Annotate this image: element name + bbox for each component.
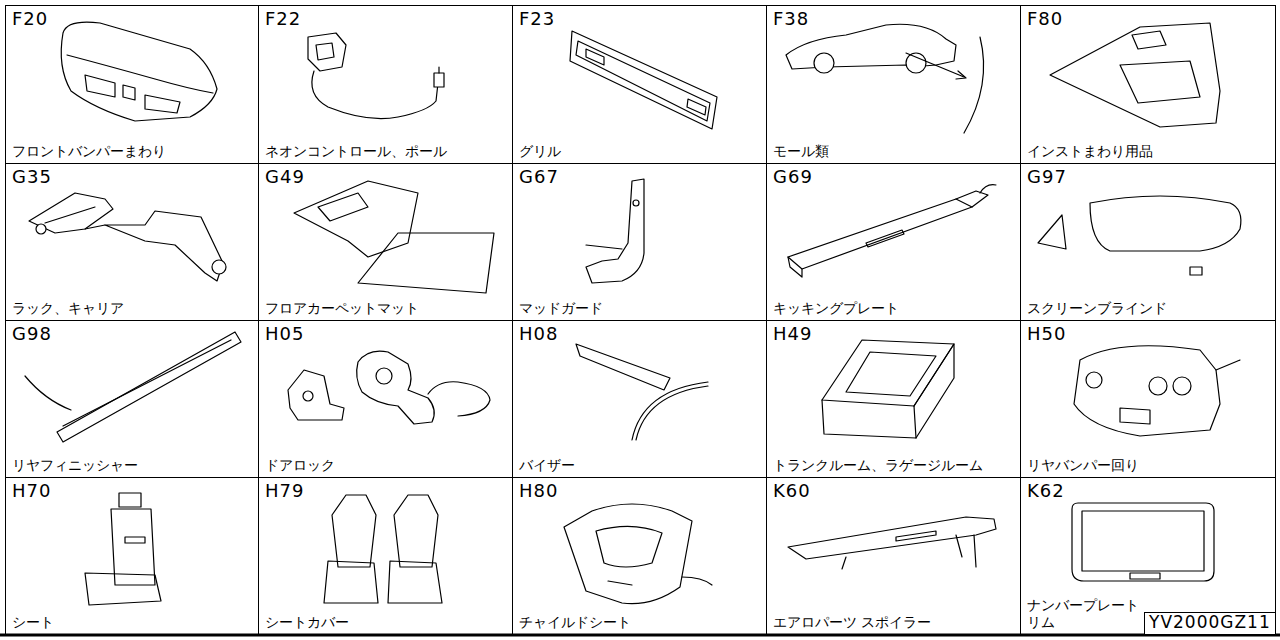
part-name: ドアロック <box>265 457 337 474</box>
catalog-cell: H70 シート <box>5 477 259 635</box>
part-code: H49 <box>773 324 812 344</box>
bumper-drawing <box>61 22 217 121</box>
part-name: チャイルドシート <box>519 614 633 631</box>
rear-finisher-drawing <box>25 332 241 442</box>
visor-drawing <box>576 344 708 440</box>
part-name: トランクルーム、ラゲージルーム <box>773 457 985 474</box>
part-name: インストまわり用品 <box>1027 143 1155 160</box>
part-code: F23 <box>519 9 555 29</box>
part-code: G69 <box>773 167 813 187</box>
figure-number: YV2000GZ11 <box>1149 613 1271 632</box>
kicking-plate-drawing <box>788 185 996 277</box>
spoiler-drawing <box>788 517 996 569</box>
part-code: H79 <box>265 481 304 501</box>
catalog-cell: G97 スクリーンブラインド <box>1020 163 1276 321</box>
catalog-cell: G69 キッキングプレート <box>766 163 1021 321</box>
catalog-cell: G35 ラック、キャリア <box>5 163 259 321</box>
catalog-cell: H50 リヤバンパー回り <box>1020 320 1276 478</box>
part-name: モール類 <box>773 143 831 160</box>
catalog-cell: H08 バイザー <box>512 320 767 478</box>
panel-drawing <box>1050 23 1220 127</box>
catalog-cell: H05 ドアロック <box>258 320 513 478</box>
catalog-cell: G49 フロアカーペットマット <box>258 163 513 321</box>
part-code: G35 <box>12 167 52 187</box>
part-code: F80 <box>1027 9 1063 29</box>
neon-control-drawing <box>308 33 444 119</box>
catalog-cell: F20 フロントバンパーまわり <box>5 5 259 164</box>
rear-bumper-drawing <box>1074 346 1240 436</box>
part-code: F22 <box>265 9 301 29</box>
rack-drawing <box>29 193 226 281</box>
part-name: ラック、キャリア <box>12 300 126 317</box>
part-name: グリル <box>519 143 563 160</box>
part-code: G97 <box>1027 167 1067 187</box>
seat-cover-drawing <box>324 495 442 603</box>
screen-blind-drawing <box>1038 196 1241 275</box>
part-code: F20 <box>12 9 48 29</box>
door-lock-drawing <box>288 351 490 424</box>
part-code: H08 <box>519 324 558 344</box>
part-name: シートカバー <box>265 614 351 631</box>
catalog-cell: F38 モール類 <box>766 5 1021 164</box>
part-name: リヤバンパー回り <box>1027 457 1141 474</box>
part-name: バイザー <box>519 457 577 474</box>
part-code: H05 <box>265 324 304 344</box>
bottom-rule <box>0 634 1280 637</box>
child-seat-drawing <box>564 504 712 604</box>
catalog-cell: F80 インストまわり用品 <box>1020 5 1276 164</box>
plate-rim-drawing <box>1072 503 1214 581</box>
part-code: K60 <box>773 481 811 501</box>
molding-drawing <box>786 24 984 133</box>
part-name: マッドガード <box>519 300 605 317</box>
catalog-cell: F23 グリル <box>512 5 767 164</box>
catalog-cell: K60 エアロパーツ スポイラー <box>766 477 1021 635</box>
part-code: G67 <box>519 167 559 187</box>
part-name: キッキングプレート <box>773 300 901 317</box>
trunk-box-drawing <box>822 340 954 438</box>
catalog-cell: G67 マッドガード <box>512 163 767 321</box>
part-code: F38 <box>773 9 809 29</box>
part-code: G98 <box>12 324 52 344</box>
part-name: スクリーンブラインド <box>1027 300 1169 317</box>
part-code: G49 <box>265 167 305 187</box>
catalog-cell: H79 シートカバー <box>258 477 513 635</box>
part-name: リヤフィニッシャー <box>12 457 140 474</box>
catalog-cell: G98 リヤフィニッシャー <box>5 320 259 478</box>
catalog-cell: F22 ネオンコントロール、ポール <box>258 5 513 164</box>
part-name: フロントバンパーまわり <box>12 143 168 160</box>
part-name: ナンバープレート リム <box>1027 597 1159 631</box>
part-name: エアロパーツ スポイラー <box>773 614 933 631</box>
part-name: シート <box>12 614 56 631</box>
figure-number-box: YV2000GZ11 <box>1144 612 1276 635</box>
mud-guard-drawing <box>586 179 644 283</box>
seat-drawing <box>85 493 161 605</box>
catalog-cell: H80 チャイルドシート <box>512 477 767 635</box>
grille-drawing <box>570 31 717 129</box>
part-code: K62 <box>1027 481 1065 501</box>
part-name: フロアカーペットマット <box>265 300 421 317</box>
catalog-cell: H49 トランクルーム、ラゲージルーム <box>766 320 1021 478</box>
floor-mat-drawing <box>294 181 494 293</box>
part-name: ネオンコントロール、ポール <box>265 143 449 160</box>
part-code: H80 <box>519 481 558 501</box>
part-code: H50 <box>1027 324 1066 344</box>
part-code: H70 <box>12 481 51 501</box>
